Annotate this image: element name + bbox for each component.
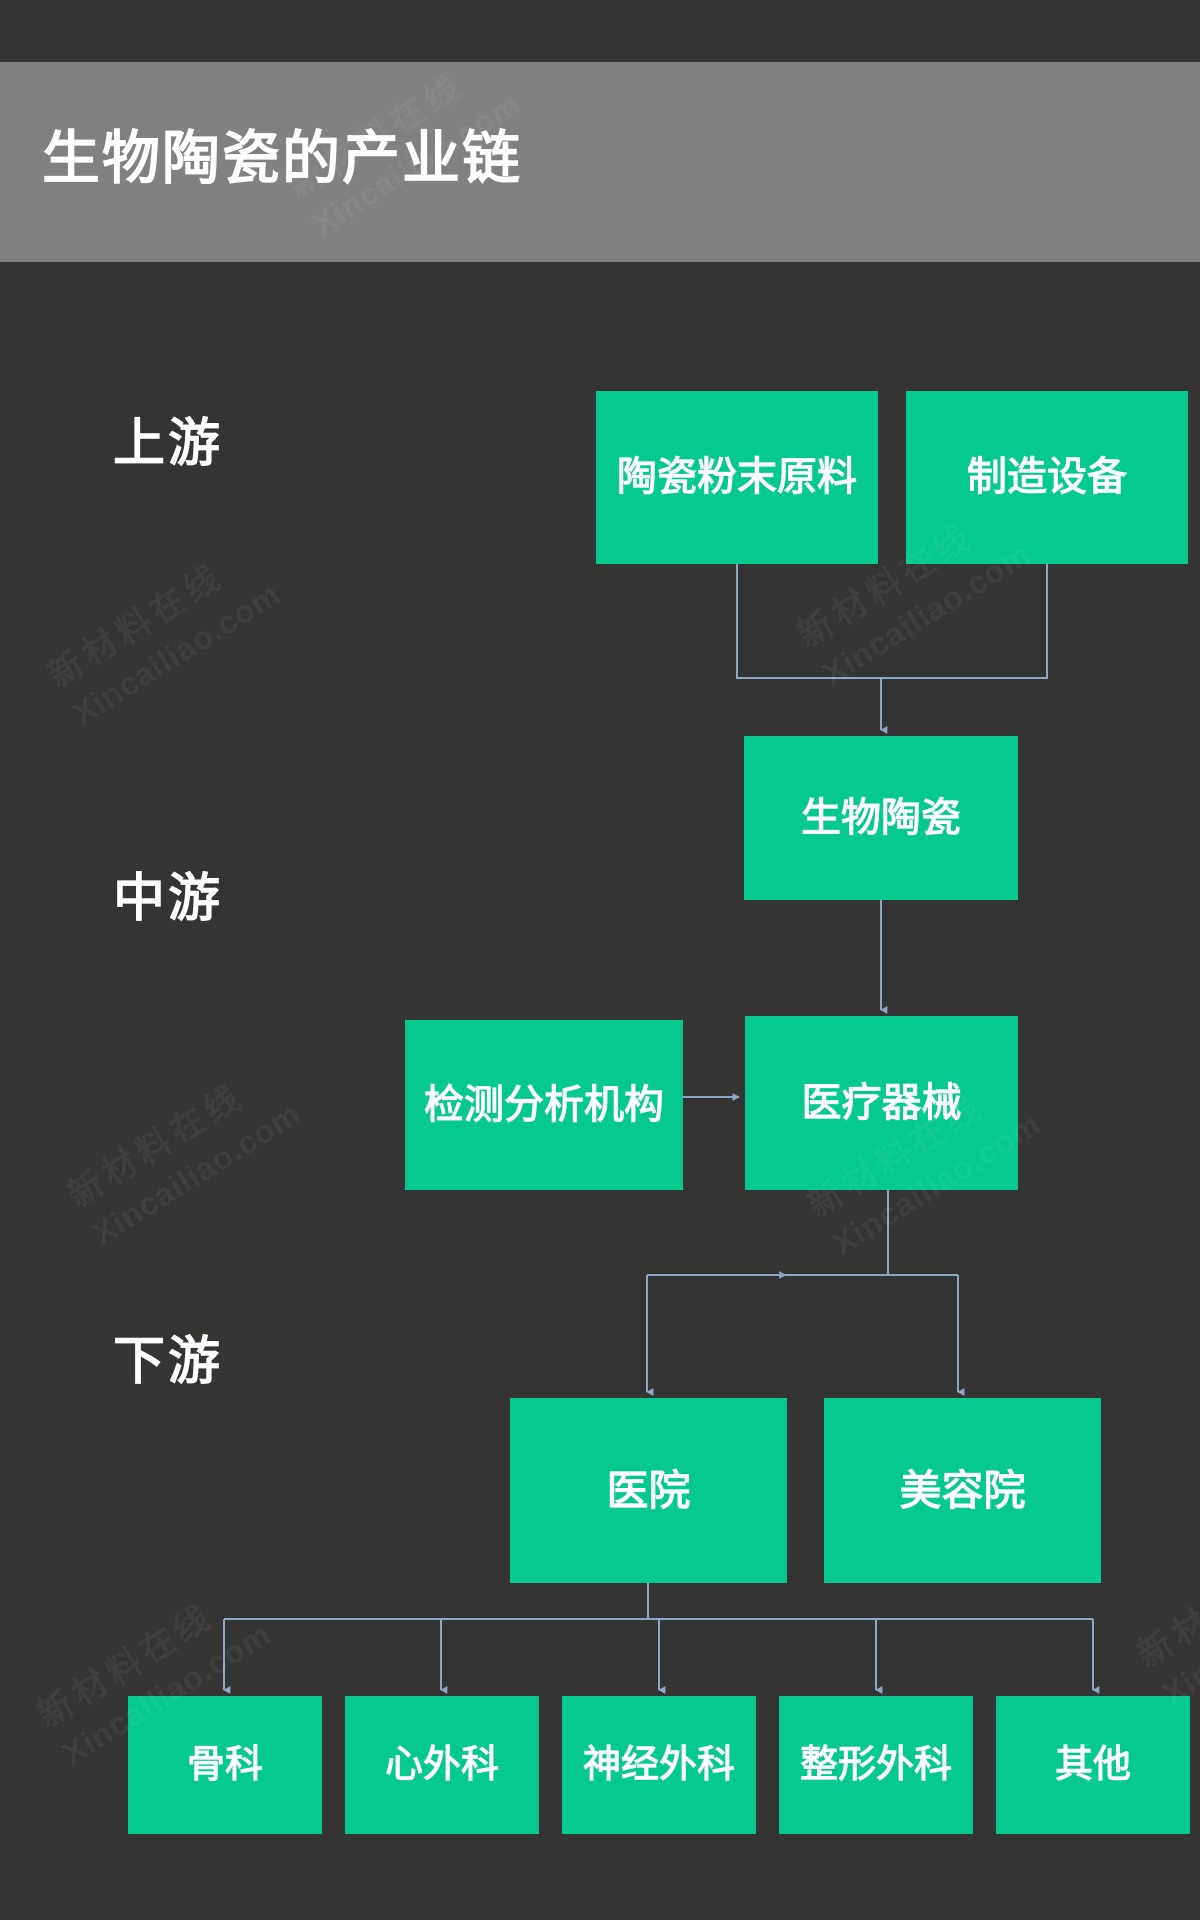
node-beauty-salon[interactable]: 美容院 xyxy=(824,1398,1101,1583)
tier-label-upstream: 上游 xyxy=(113,415,224,473)
node-label: 检测分析机构 xyxy=(424,1082,664,1127)
node-label: 医疗器械 xyxy=(801,1080,962,1125)
node-label: 陶瓷粉末原料 xyxy=(617,455,857,500)
node-ceramic-powder-raw-material[interactable]: 陶瓷粉末原料 xyxy=(596,391,878,564)
page-title: 生物陶瓷的产业链 xyxy=(42,126,523,191)
node-cardiac-surgery[interactable]: 心外科 xyxy=(345,1696,539,1834)
node-label: 制造设备 xyxy=(967,455,1127,500)
node-label: 骨科 xyxy=(186,1743,263,1786)
node-label: 神经外科 xyxy=(582,1743,735,1786)
node-medical-device[interactable]: 医疗器械 xyxy=(745,1016,1018,1190)
node-label: 生物陶瓷 xyxy=(801,795,961,840)
tier-label-midstream: 中游 xyxy=(113,870,224,928)
node-manufacturing-equipment[interactable]: 制造设备 xyxy=(906,391,1188,564)
watermark: 新材料在线 Xincailiao.com xyxy=(60,1054,309,1256)
node-plastic-surgery[interactable]: 整形外科 xyxy=(779,1696,973,1834)
node-other[interactable]: 其他 xyxy=(996,1696,1190,1834)
watermark: 新材料在线 Xincailiao.com xyxy=(1130,1514,1200,1716)
node-neurosurgery[interactable]: 神经外科 xyxy=(562,1696,756,1834)
node-testing-analysis-institution[interactable]: 检测分析机构 xyxy=(405,1020,683,1190)
node-label: 心外科 xyxy=(384,1743,499,1786)
tier-label-downstream: 下游 xyxy=(113,1333,224,1391)
watermark-cn-text: 新材料在线 xyxy=(1131,1536,1200,1675)
node-bioceramic[interactable]: 生物陶瓷 xyxy=(744,736,1018,900)
node-hospital[interactable]: 医院 xyxy=(510,1398,787,1583)
node-label: 其他 xyxy=(1054,1743,1131,1786)
node-label: 医院 xyxy=(606,1466,691,1514)
node-label: 整形外科 xyxy=(799,1743,952,1786)
watermark: 新材料在线 Xincailiao.com xyxy=(40,534,289,736)
header-band xyxy=(0,62,1200,262)
node-orthopedics[interactable]: 骨科 xyxy=(128,1696,322,1834)
node-label: 美容院 xyxy=(899,1466,1026,1514)
